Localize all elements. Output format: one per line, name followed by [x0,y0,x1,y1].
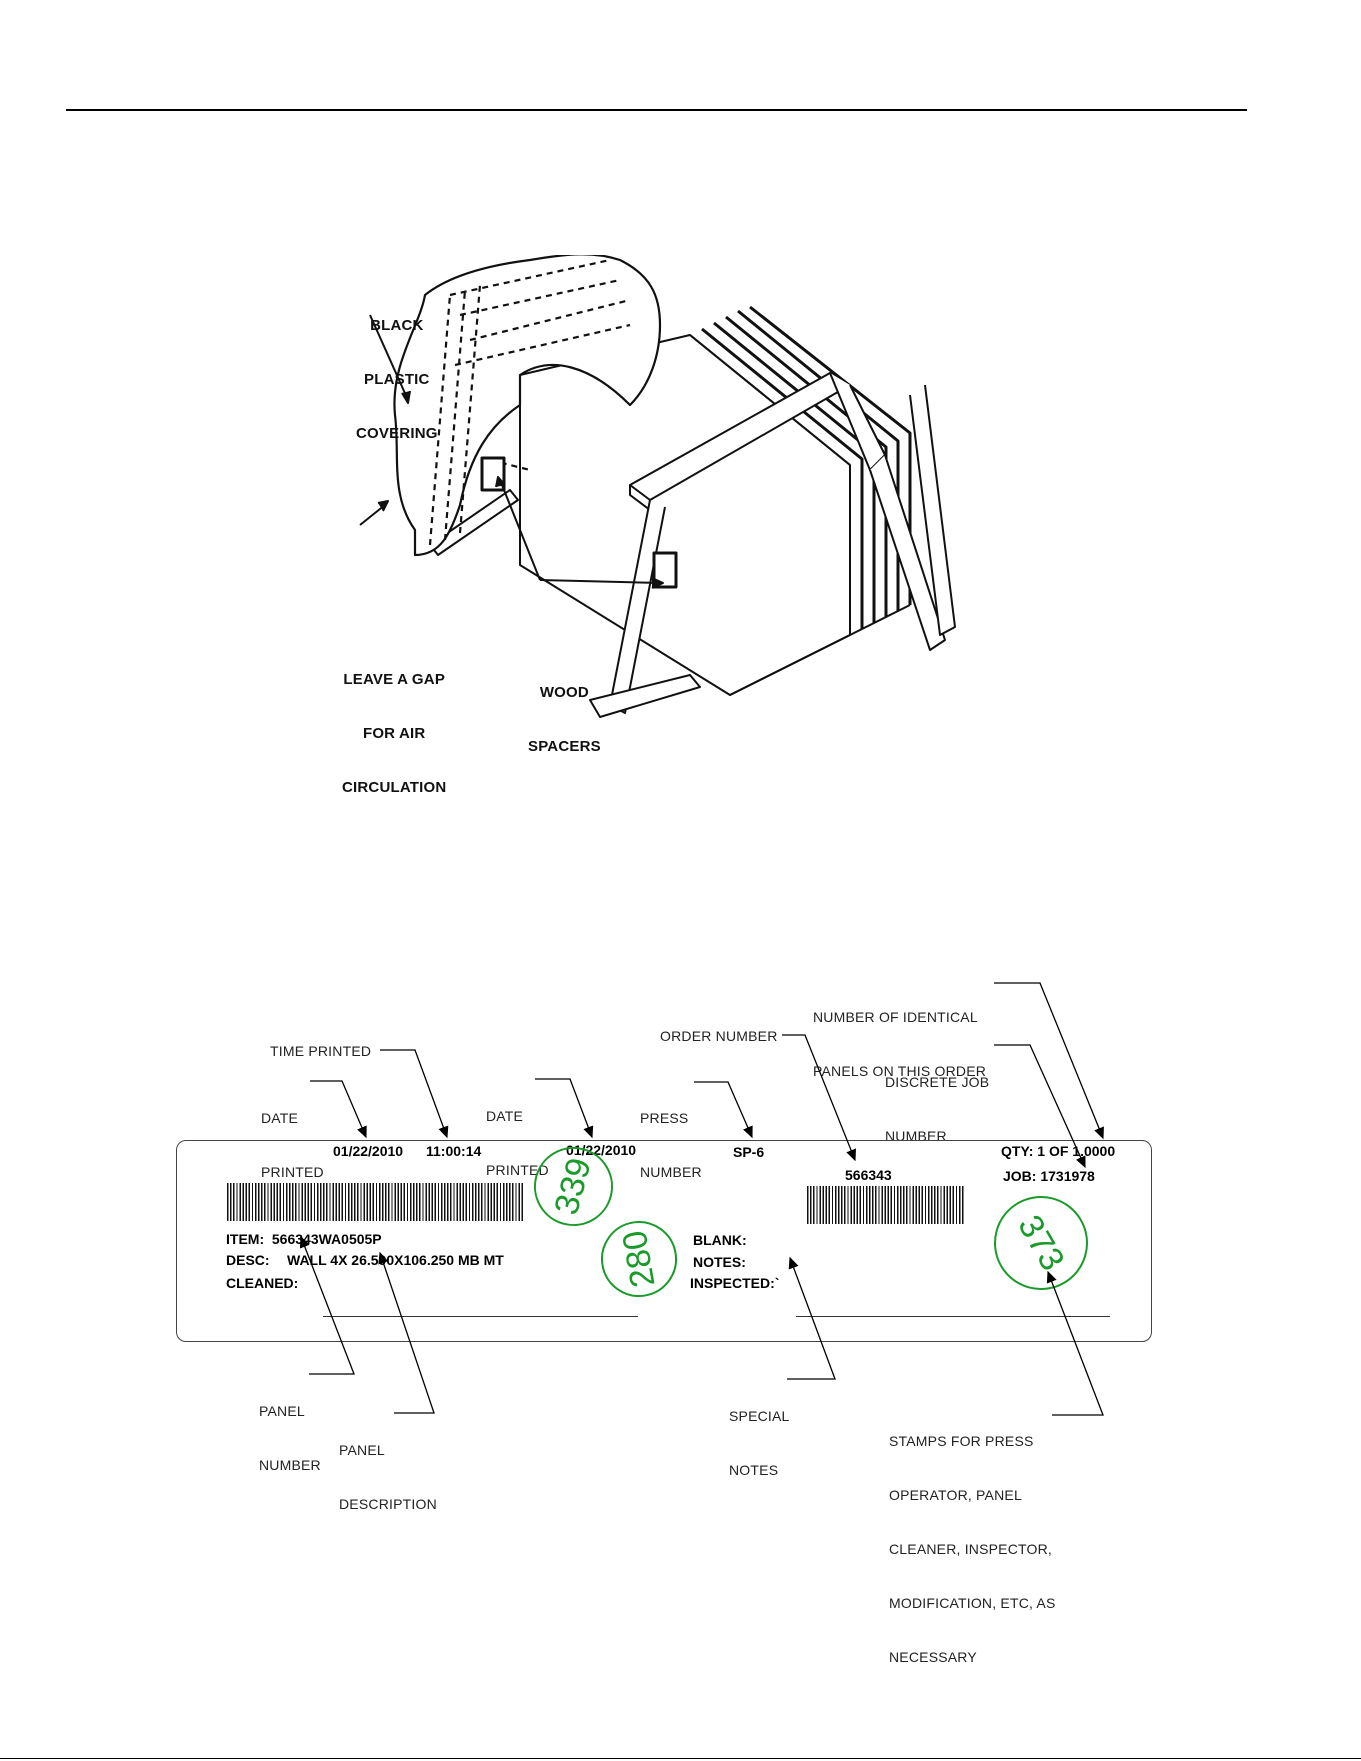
ticket-date-printed-2: 01/22/2010 [566,1142,637,1158]
label-line: PRINTED [261,1164,324,1180]
label-line: MODIFICATION, ETC, AS [889,1595,1056,1611]
label-line: TIME PRINTED [270,1043,372,1059]
signature-line-right [796,1316,1110,1317]
label-line: FOR AIR [362,725,426,742]
callout-panel-number: PANEL NUMBER [259,1366,321,1492]
stamp-373: 373 [976,1178,1106,1308]
ticket-order-number: 566343 [845,1167,892,1183]
ticket-cleaned: CLEANED: [226,1275,299,1291]
label-line: NUMBER OF IDENTICAL [813,1009,978,1025]
callout-order-number: ORDER NUMBER [660,1027,778,1045]
label-line: LEAVE A GAP [343,671,446,688]
ticket-time-printed: 11:00:14 [426,1143,482,1159]
callout-date-printed-mid: DATE PRINTED [486,1071,549,1197]
label-line: CLEANER, INSPECTOR, [889,1541,1053,1557]
label-line: DATE [486,1108,524,1124]
label-line: WOOD [539,684,589,701]
ticket-notes: NOTES: [693,1254,746,1270]
label-line: DISCRETE JOB [885,1074,990,1090]
callout-special-notes: SPECIAL NOTES [729,1371,790,1497]
ticket-desc-value: WALL 4X 26.500X106.250 MB MT [287,1252,504,1268]
label-line: PANEL [339,1442,385,1458]
ticket-item: ITEM: 566343WA0505P [226,1231,382,1247]
ticket-date-printed: 01/22/2010 [333,1143,404,1159]
label-line: PANEL [259,1403,305,1419]
ticket-inspected: INSPECTED:` [690,1275,780,1291]
callout-panel-description: PANEL DESCRIPTION [339,1405,437,1531]
header-rule [66,109,1247,111]
label-line: PLASTIC [364,371,430,388]
ticket-qty: QTY: 1 OF 1.0000 [1001,1143,1116,1159]
label-line: SPECIAL [729,1408,790,1424]
callout-date-printed-left: DATE PRINTED [261,1073,324,1199]
ticket-press-number: SP-6 [733,1144,765,1160]
ticket-desc-label: DESC: [226,1252,270,1268]
label-line: NOTES [729,1462,779,1478]
label-line: BLACK [370,317,424,334]
barcode-right [807,1186,965,1224]
black-plastic-covering-label: BLACK PLASTIC COVERING [356,281,438,461]
label-line: SPACERS [528,738,601,755]
label-line: PRINTED [486,1162,549,1178]
leader-press [694,1081,753,1139]
ticket-job-number: JOB: 1731978 [1003,1168,1095,1184]
leave-gap-label: LEAVE A GAP FOR AIR CIRCULATION [342,635,446,815]
label-line: OPERATOR, PANEL [889,1487,1022,1503]
wood-spacer-front [652,551,678,589]
callout-stamps: STAMPS FOR PRESS OPERATOR, PANEL CLEANER… [889,1396,1056,1684]
leader-time [380,1049,449,1139]
label-line: NUMBER [259,1457,321,1473]
barcode-left [227,1183,523,1221]
ticket-blank: BLANK: [693,1232,747,1248]
leader-identical [994,982,1104,1140]
label-line: PRESS [640,1110,689,1126]
label-line: NUMBER [640,1164,702,1180]
panel-storage-figure [330,255,980,735]
signature-line-left [323,1316,638,1317]
callout-press-number: PRESS NUMBER [640,1073,702,1199]
panel-ticket: 01/22/2010 11:00:14 01/22/2010 SP-6 5663… [176,1138,1152,1342]
label-line: COVERING [356,425,438,442]
wood-spacers-label: WOOD SPACERS [528,648,601,774]
label-line: DATE [261,1110,299,1126]
label-line: STAMPS FOR PRESS [889,1433,1034,1449]
label-line: NECESSARY [889,1649,977,1665]
stamp-280: 280 [594,1214,684,1304]
footer-rule [0,1758,1361,1759]
callout-time-printed: TIME PRINTED [270,1042,371,1060]
label-line: CIRCULATION [342,779,447,796]
label-line: ORDER NUMBER [660,1028,778,1044]
label-line: DESCRIPTION [339,1496,437,1512]
